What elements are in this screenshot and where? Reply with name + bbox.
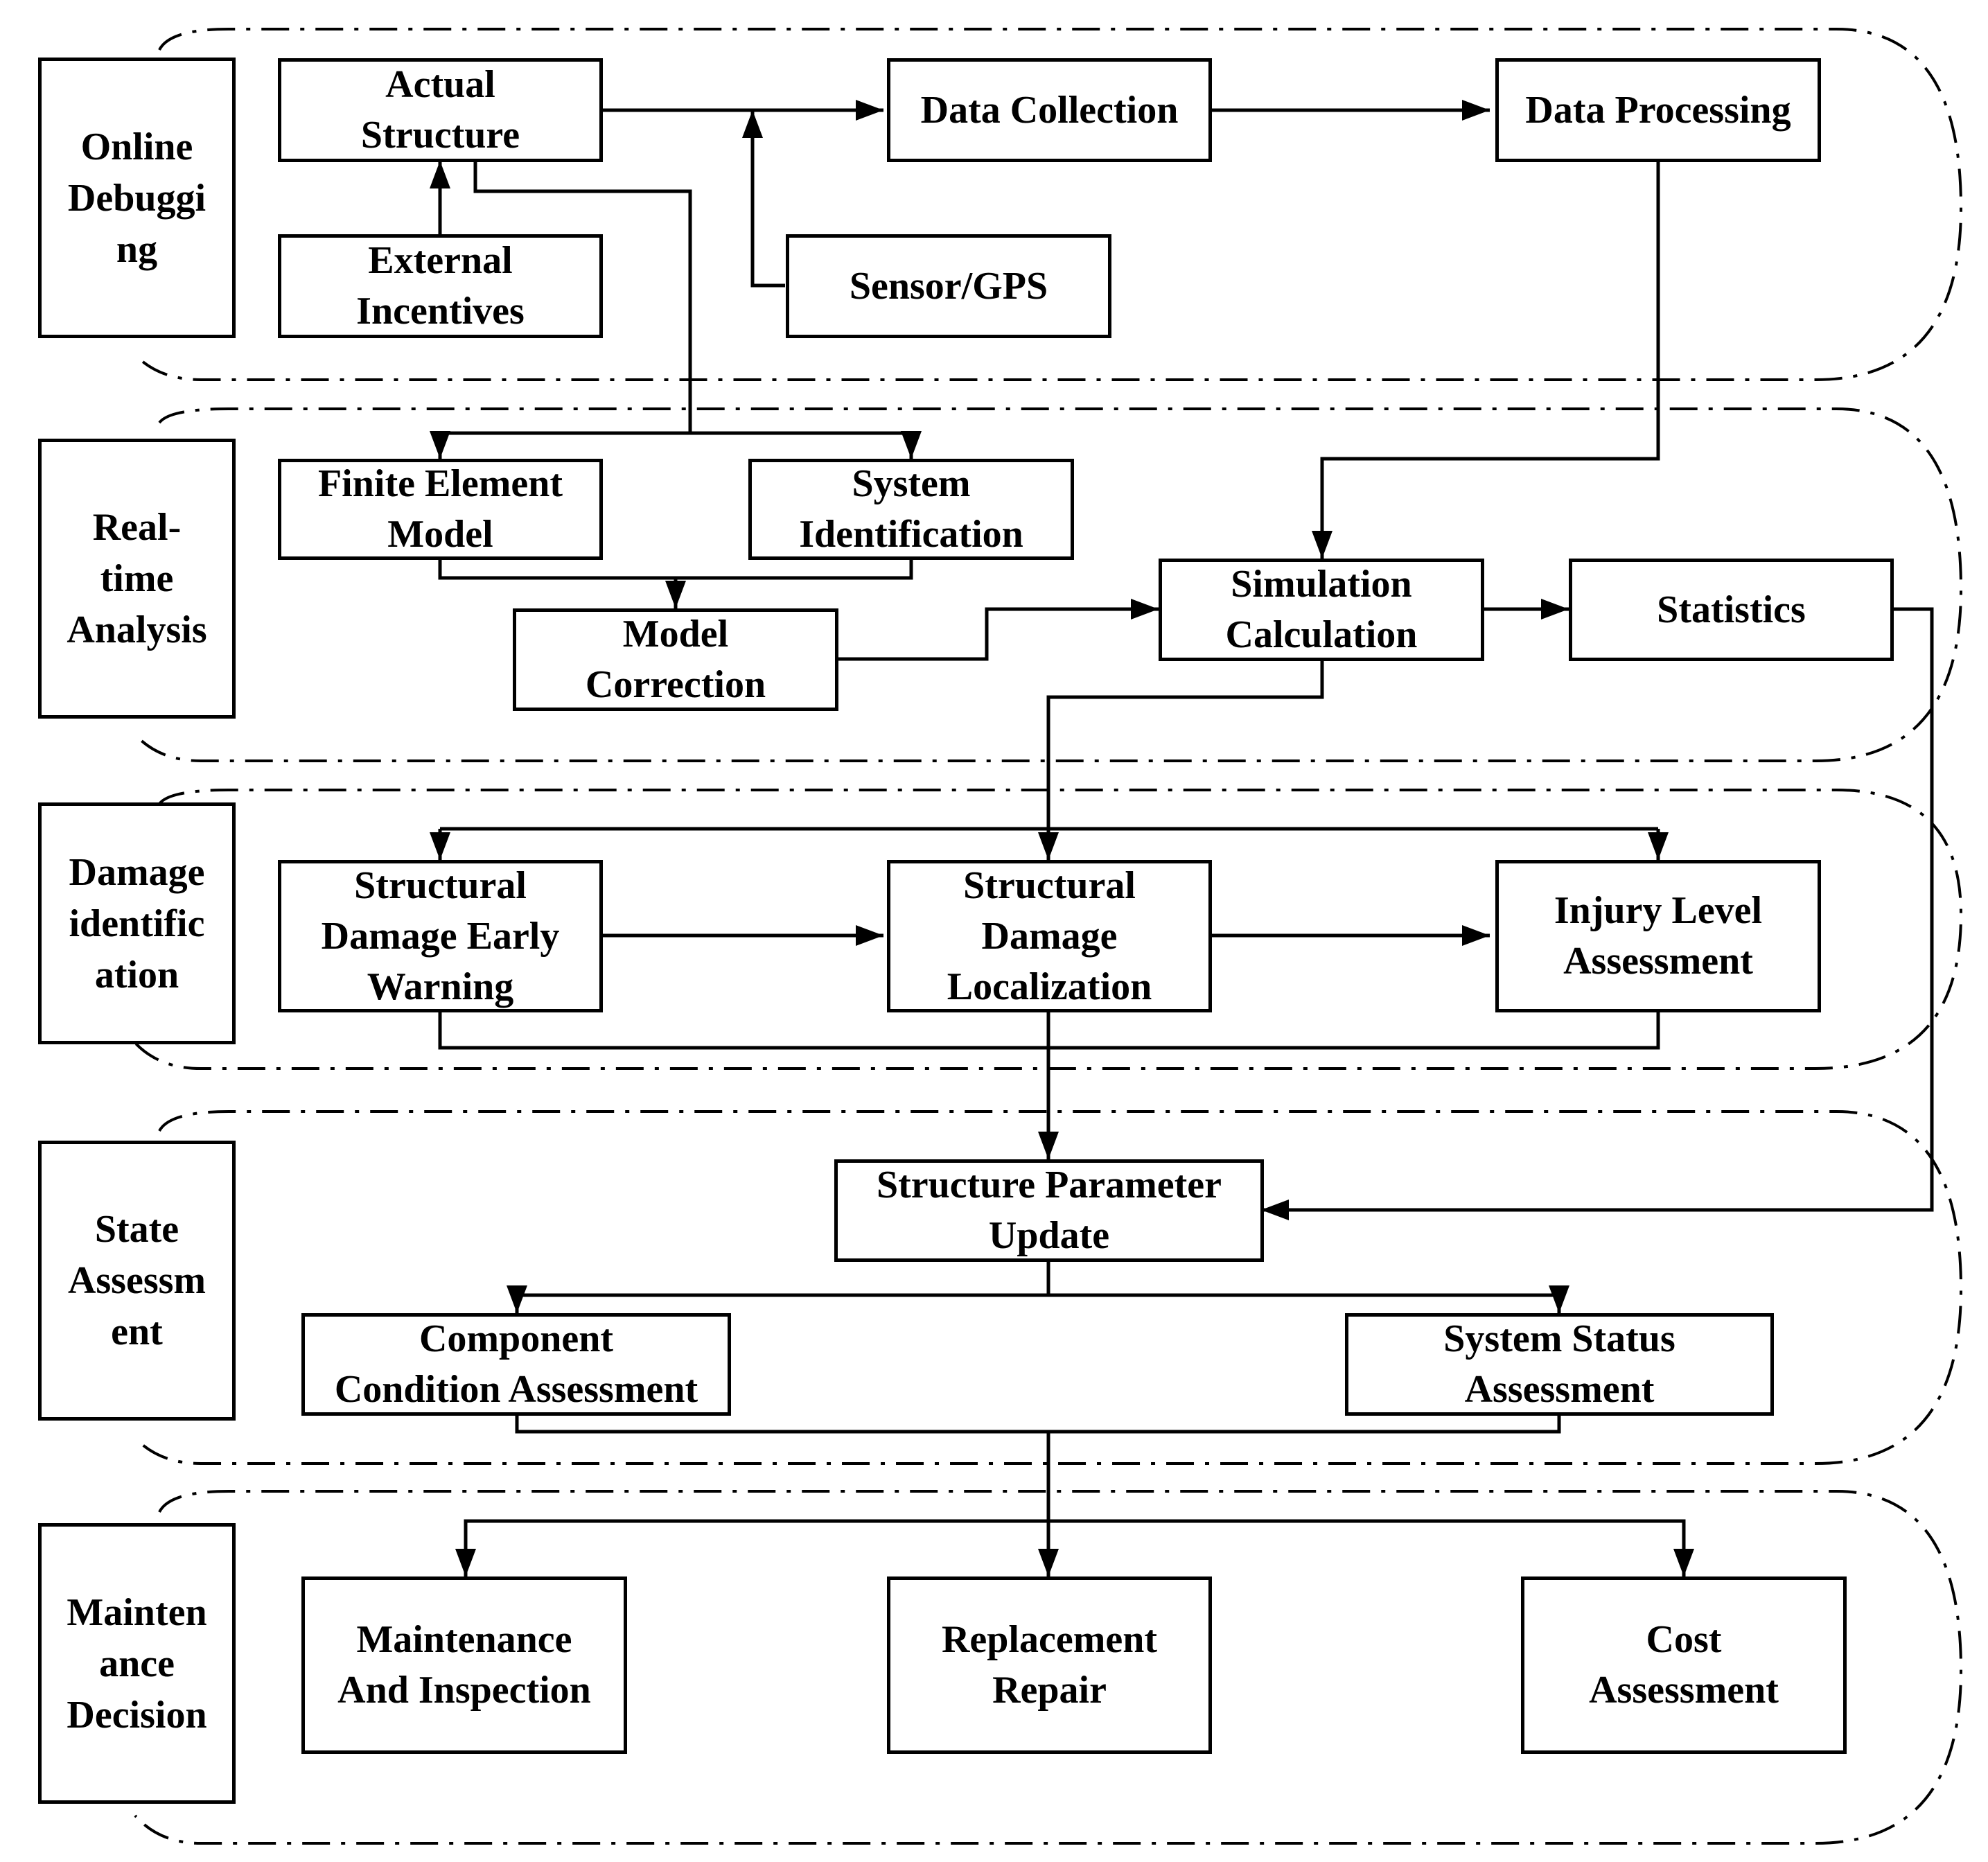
arrow-update-to-system-status bbox=[1048, 1285, 1569, 1313]
line-assessments-join bbox=[515, 1415, 1561, 1434]
arrow-update-to-component bbox=[507, 1261, 1050, 1313]
node-system-identification: System Identification bbox=[748, 459, 1074, 560]
node-actual-structure-label: Actual Structure bbox=[360, 63, 520, 157]
node-injury-level-assessment-label: Injury Level Assessment bbox=[1554, 889, 1763, 983]
node-system-status-assessment: System Status Assessment bbox=[1345, 1313, 1774, 1416]
region-state-assessment bbox=[134, 1110, 1963, 1465]
node-structure-parameter-update-label: Structure Parameter Update bbox=[876, 1163, 1222, 1257]
node-external-incentives-label: External Incentives bbox=[356, 239, 525, 333]
node-finite-element-model-label: Finite Element Model bbox=[317, 462, 563, 556]
arrow-top-bus-to-warning bbox=[440, 827, 1658, 860]
line-actual-down bbox=[473, 161, 692, 433]
node-system-status-assessment-label: System Status Assessment bbox=[1443, 1317, 1675, 1411]
node-statistics-label: Statistics bbox=[1657, 588, 1806, 631]
node-injury-level-assessment: Injury Level Assessment bbox=[1495, 860, 1821, 1012]
node-damage-localization: Structural Damage Localization bbox=[887, 860, 1212, 1012]
region-realtime-analysis bbox=[134, 407, 1963, 762]
node-data-collection: Data Collection bbox=[887, 58, 1212, 162]
region-maintenance-decision bbox=[134, 1490, 1963, 1845]
arrow-fem-sysid-to-correction bbox=[438, 559, 913, 608]
node-simulation-calculation-label: Simulation Calculation bbox=[1225, 563, 1418, 656]
node-simulation-calculation: Simulation Calculation bbox=[1159, 559, 1484, 661]
node-damage-early-warning: Structural Damage Early Warning bbox=[278, 860, 603, 1012]
arrow-join-to-maintenance bbox=[455, 1432, 1050, 1576]
region-damage-identification bbox=[134, 789, 1963, 1070]
node-statistics: Statistics bbox=[1569, 559, 1894, 661]
arrow-split-to-sysid bbox=[690, 431, 922, 459]
arrow-processing-to-simulation bbox=[1312, 161, 1660, 559]
arrow-sensor-to-main-line bbox=[742, 110, 785, 288]
node-maintenance-and-inspection-label: Maintenance And Inspection bbox=[337, 1618, 591, 1712]
node-structure-parameter-update: Structure Parameter Update bbox=[834, 1159, 1264, 1262]
node-sensor-gps: Sensor/GPS bbox=[786, 234, 1111, 338]
stage-realtime-analysis: Real- time Analysis bbox=[38, 439, 236, 719]
stage-online-debugging-label: Online Debuggi ng bbox=[67, 125, 206, 271]
stage-maintenance-decision: Mainten ance Decision bbox=[38, 1523, 236, 1804]
node-damage-localization-label: Structural Damage Localization bbox=[947, 863, 1152, 1008]
node-data-collection-label: Data Collection bbox=[920, 88, 1179, 132]
stage-state-assessment: State Assessm ent bbox=[38, 1141, 236, 1421]
arrow-simulation-to-localization bbox=[1038, 660, 1324, 860]
node-model-correction: Model Correction bbox=[513, 608, 838, 711]
stage-realtime-analysis-label: Real- time Analysis bbox=[67, 506, 207, 651]
node-finite-element-model: Finite Element Model bbox=[278, 459, 603, 560]
stage-state-assessment-label: State Assessm ent bbox=[67, 1208, 206, 1353]
node-cost-assessment: Cost Assessment bbox=[1521, 1576, 1847, 1754]
node-replacement-repair-label: Replacement Repair bbox=[941, 1618, 1157, 1712]
stage-damage-identification: Damage identific ation bbox=[38, 802, 236, 1044]
node-component-condition-assessment: Component Condition Assessment bbox=[301, 1313, 731, 1416]
node-maintenance-and-inspection: Maintenance And Inspection bbox=[301, 1576, 627, 1754]
arrow-join-to-cost bbox=[1048, 1519, 1694, 1576]
node-component-condition-assessment-label: Component Condition Assessment bbox=[334, 1317, 698, 1411]
arrow-statistics-to-parameter-update bbox=[1261, 607, 1934, 1220]
node-replacement-repair: Replacement Repair bbox=[887, 1576, 1212, 1754]
node-data-processing-label: Data Processing bbox=[1525, 88, 1791, 132]
node-external-incentives: External Incentives bbox=[278, 234, 603, 338]
node-cost-assessment-label: Cost Assessment bbox=[1589, 1618, 1779, 1712]
node-damage-early-warning-label: Structural Damage Early Warning bbox=[321, 863, 560, 1008]
node-data-processing: Data Processing bbox=[1495, 58, 1821, 162]
node-system-identification-label: System Identification bbox=[799, 462, 1023, 556]
arrow-split-to-fem bbox=[430, 431, 690, 459]
stage-damage-identification-label: Damage identific ation bbox=[69, 850, 205, 996]
arrow-correction-to-simulation bbox=[838, 599, 1159, 661]
node-sensor-gps-label: Sensor/GPS bbox=[849, 264, 1048, 308]
node-model-correction-label: Model Correction bbox=[585, 613, 766, 706]
stage-maintenance-decision-label: Mainten ance Decision bbox=[67, 1590, 207, 1737]
stage-online-debugging: Online Debuggi ng bbox=[38, 58, 236, 338]
node-actual-structure: Actual Structure bbox=[278, 58, 603, 162]
region-online-debugging bbox=[134, 28, 1963, 381]
